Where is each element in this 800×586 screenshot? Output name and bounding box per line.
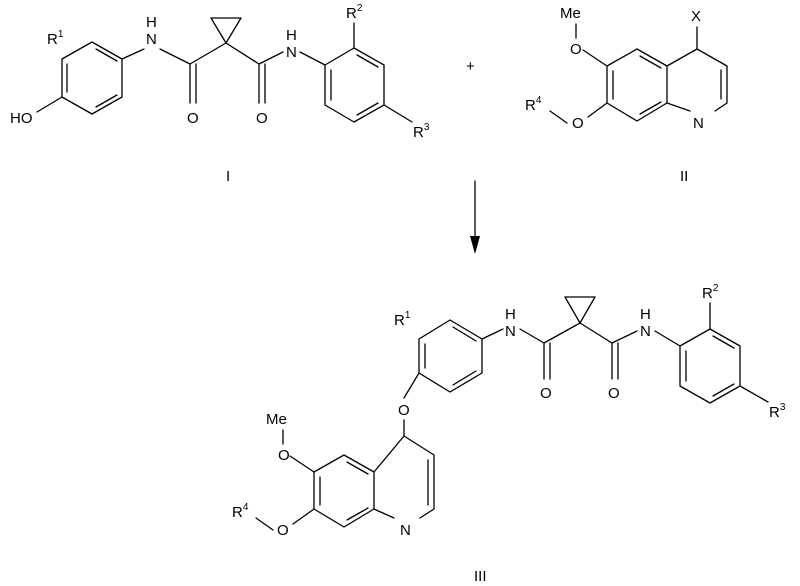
compound-i-r2-label: R2: [346, 3, 363, 22]
compound-iii-r1-label: R1: [394, 310, 411, 329]
compound-i-nh-left-h: H: [146, 14, 157, 31]
compound-ii: Me O X R4 O N II: [525, 5, 728, 185]
compound-iii-nh-right-n: N: [640, 323, 651, 340]
compound-iii-r4-label: R4: [232, 502, 249, 521]
compound-i: R1 HO N H O O N H R2 R3 I: [10, 3, 430, 185]
compound-i-label: I: [226, 168, 230, 185]
compound-iii-ether-o: O: [398, 402, 410, 419]
compound-ii-label: II: [680, 168, 688, 185]
compound-ii-leaving-group-x: X: [691, 8, 701, 25]
compound-iii-methoxy-o: O: [278, 447, 290, 464]
compound-i-hydroxy-label: HO: [10, 110, 33, 127]
compound-ii-bonds: [549, 23, 728, 124]
compound-iii-label: III: [474, 568, 487, 585]
compound-iii-nh-right-h: H: [640, 306, 651, 323]
compound-i-nh-right-h: H: [286, 27, 297, 44]
compound-i-r3-label: R3: [413, 122, 430, 141]
plus-sign: +: [466, 58, 475, 75]
compound-iii-r3-label: R3: [769, 402, 786, 421]
compound-i-carbonyl-right-o: O: [256, 110, 268, 127]
compound-i-nh-right-n: N: [286, 44, 297, 61]
compound-iii-r2-label: R2: [702, 283, 719, 302]
compound-iii-ring-n: N: [400, 522, 411, 539]
compound-iii-bonds: [255, 296, 769, 531]
compound-iii-nh-left-h: H: [505, 306, 516, 323]
compound-iii-carbonyl-left-o: O: [540, 385, 552, 402]
compound-ii-methoxy-label: Me: [560, 5, 581, 22]
compound-ii-ether-o: O: [572, 115, 584, 132]
compound-iii-methoxy-label: Me: [266, 411, 287, 428]
compound-iii-r4-o: O: [277, 522, 289, 539]
compound-ii-ring-n: N: [693, 115, 704, 132]
compound-iii-carbonyl-right-o: O: [608, 385, 620, 402]
compound-iii: R1 N H O O N H R2 R3 O Me O R4 O N III: [232, 283, 786, 585]
compound-i-r1-label: R1: [47, 29, 64, 48]
compound-i-carbonyl-left-o: O: [187, 110, 199, 127]
compound-i-nh-left-n: N: [146, 31, 157, 48]
compound-ii-r4-label: R4: [525, 95, 542, 114]
compound-i-bonds: [36, 17, 413, 123]
compound-ii-methoxy-o: O: [570, 41, 582, 58]
reaction-arrow: [470, 180, 480, 254]
compound-iii-nh-left-n: N: [505, 323, 516, 340]
